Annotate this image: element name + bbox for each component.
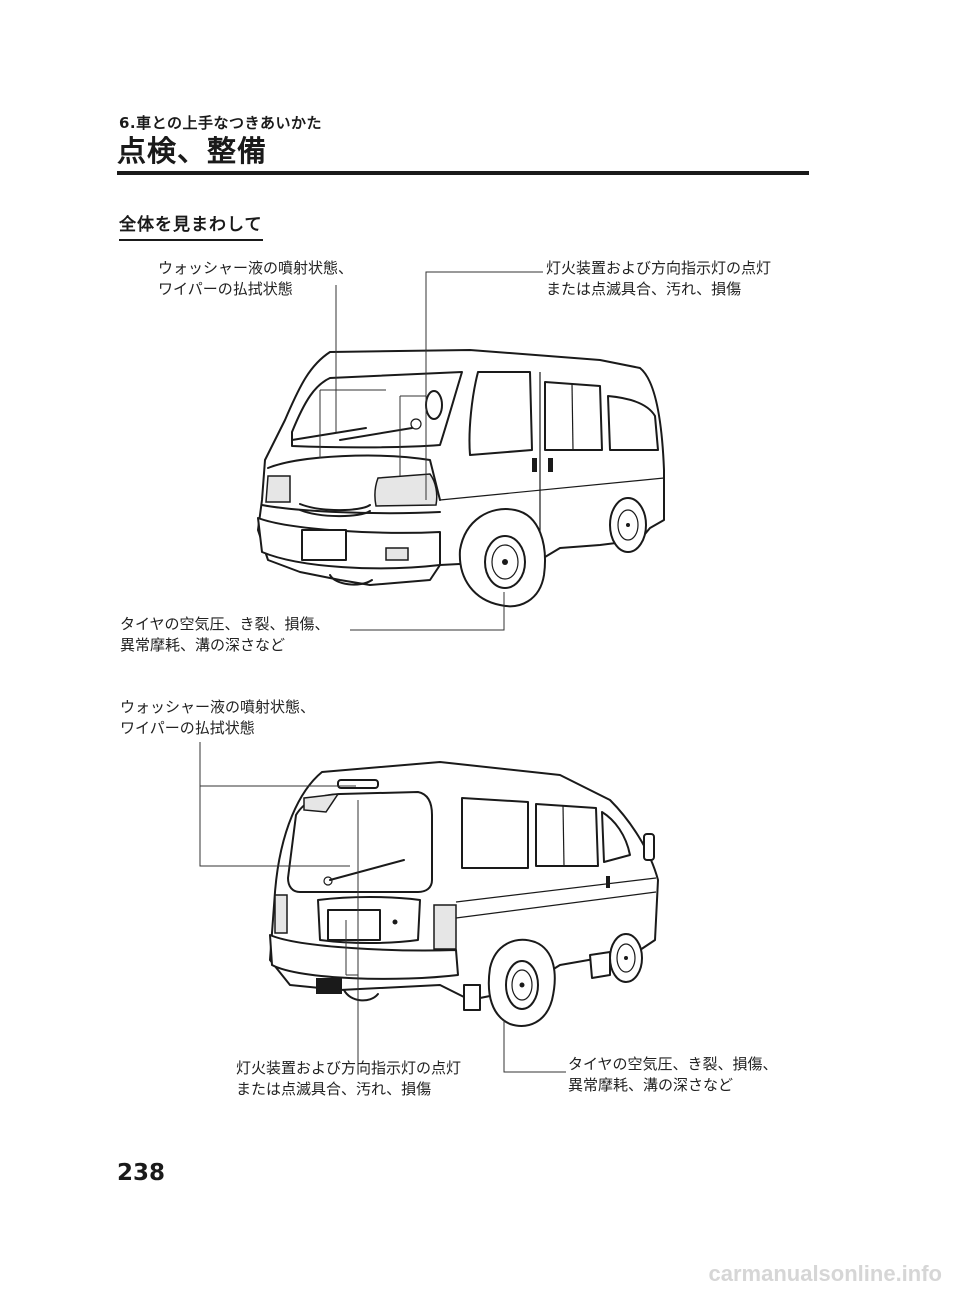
front-tire-line-1: タイヤの空気圧、き裂、損傷、	[120, 615, 330, 633]
rear-tire-line-1: タイヤの空気圧、き裂、損傷、	[568, 1055, 778, 1073]
rear-washer-line-2: ワイパーの払拭状態	[120, 719, 255, 737]
section-heading: 全体を見まわして	[119, 210, 263, 241]
front-tire-line-2: 異常摩耗、溝の深さなど	[120, 636, 286, 654]
chapter-heading: 6.車との上手なつきあいかた	[119, 114, 322, 132]
front-washer-callout: ウォッシャー液の噴射状態、 ワイパーの払拭状態	[158, 258, 353, 300]
rear-lights-line-1: 灯火装置および方向指示灯の点灯	[236, 1059, 462, 1077]
rear-van-illustration	[269, 761, 659, 1027]
front-washer-line-2: ワイパーの払拭状態	[158, 280, 293, 298]
front-lights-callout: 灯火装置および方向指示灯の点灯 または点滅具合、汚れ、損傷	[546, 258, 771, 300]
front-leader-lines	[319, 271, 543, 631]
front-washer-line-1: ウォッシャー液の噴射状態、	[158, 259, 354, 277]
rear-washer-callout: ウォッシャー液の噴射状態、 ワイパーの払拭状態	[120, 697, 315, 739]
rear-tire-line-2: 異常摩耗、溝の深さなど	[568, 1076, 734, 1094]
front-lights-line-1: 灯火装置および方向指示灯の点灯	[546, 259, 772, 277]
rear-lights-line-2: または点滅具合、汚れ、損傷	[236, 1080, 432, 1098]
front-lights-line-2: または点滅具合、汚れ、損傷	[546, 280, 742, 298]
rear-washer-line-1: ウォッシャー液の噴射状態、	[120, 698, 316, 716]
rear-leader-lines	[199, 742, 566, 1073]
rear-tire-callout: タイヤの空気圧、き裂、損傷、 異常摩耗、溝の深さなど	[568, 1054, 778, 1096]
page-title: 点検、整備	[117, 134, 268, 168]
page-number: 238	[117, 1160, 166, 1186]
front-tire-callout: タイヤの空気圧、き裂、損傷、 異常摩耗、溝の深さなど	[120, 614, 330, 656]
front-van-illustration	[257, 349, 665, 608]
rear-lights-callout: 灯火装置および方向指示灯の点灯 または点滅具合、汚れ、損傷	[236, 1058, 461, 1100]
site-watermark: carmanualsonline.info	[708, 1261, 943, 1286]
title-divider	[117, 171, 809, 175]
